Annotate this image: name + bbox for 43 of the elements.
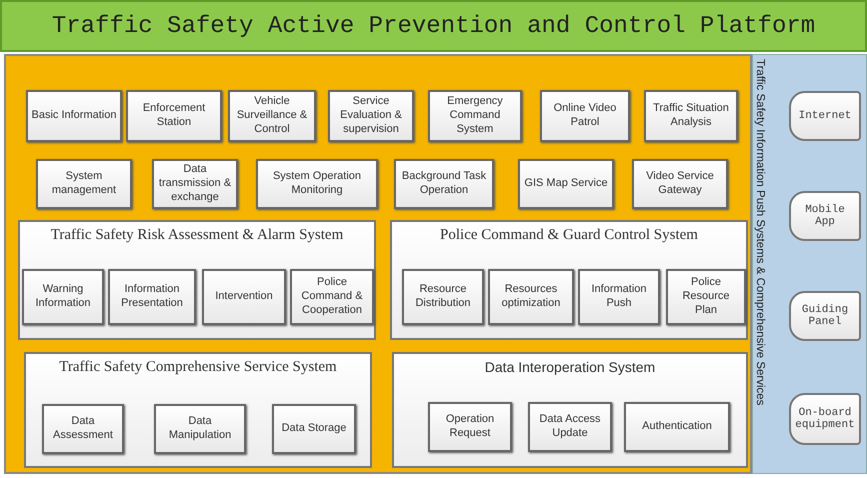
subsystem-panel	[18, 220, 376, 340]
module-box: Resource Distribution	[402, 269, 484, 325]
module-box: Data Assessment	[42, 404, 124, 454]
module-box: Enforcement Station	[126, 90, 222, 142]
module-box: Basic Information	[26, 90, 122, 142]
module-box: Traffic Situation Analysis	[644, 90, 738, 142]
channel-box: Mobile App	[789, 191, 861, 241]
module-box: Background Task Operation	[394, 159, 494, 209]
channel-box: Guiding Panel	[789, 291, 861, 341]
panel-title: Traffic Safety Information Push Systems & Comprehensive Services	[754, 59, 766, 406]
panel-title: Police Command & Guard Control System	[439, 227, 699, 244]
module-box: Police Command & Cooperation	[290, 269, 374, 325]
panel-title: Traffic Safety Comprehensive Service System	[58, 359, 338, 376]
subsystem-panel	[390, 220, 748, 340]
module-box: Warning Information	[22, 269, 104, 325]
channel-box: On-board equipment	[789, 393, 861, 445]
module-box: Data Manipulation	[154, 404, 246, 454]
platform-panel	[4, 54, 752, 474]
module-box: System Operation Monitoring	[256, 159, 378, 209]
panel-title: Data Interoperation System	[484, 359, 656, 375]
module-box: Information Push	[578, 269, 660, 325]
title-banner: Traffic Safety Active Prevention and Control Platform	[0, 0, 867, 52]
channel-box: Internet	[789, 91, 861, 141]
module-box: Emergency Command System	[428, 90, 522, 142]
module-box: Data Storage	[272, 404, 356, 454]
module-box: System management	[36, 159, 132, 209]
module-box: Video Service Gateway	[632, 159, 728, 209]
module-box: Operation Request	[428, 402, 512, 452]
module-box: Police Resource Plan	[666, 269, 746, 325]
module-box: Service Evaluation & supervision	[328, 90, 414, 142]
panel-title: Traffic Safety Risk Assessment & Alarm System	[50, 227, 344, 244]
module-box: Intervention	[202, 269, 286, 325]
module-box: Online Video Patrol	[540, 90, 630, 142]
module-box: Resources optimization	[488, 269, 574, 325]
subsystem-panel	[392, 352, 748, 468]
side-panel	[752, 54, 867, 474]
module-box: Data Access Update	[528, 402, 612, 452]
module-box: GIS Map Service	[518, 159, 614, 209]
module-box: Data transmission & exchange	[152, 159, 238, 209]
module-box: Authentication	[624, 402, 730, 452]
subsystem-panel	[24, 352, 372, 468]
module-box: Information Presentation	[108, 269, 196, 325]
module-box: Vehicle Surveillance & Control	[228, 90, 316, 142]
